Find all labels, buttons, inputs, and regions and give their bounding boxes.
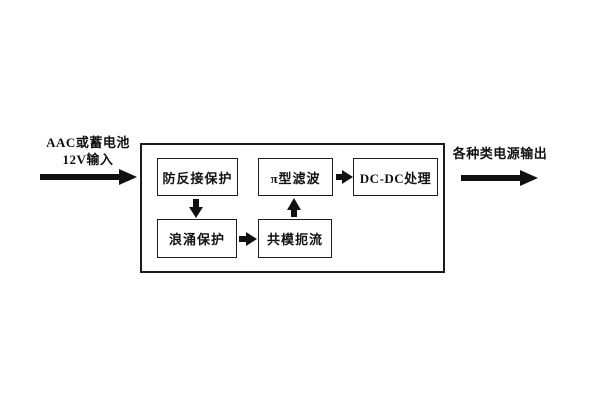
block-pi-filter-label: π型滤波: [270, 170, 321, 186]
block-dc-dc-processing-label: DC-DC处理: [359, 170, 432, 186]
output-arrow-icon: [461, 170, 538, 186]
block-surge-protection: 浪涌保护: [157, 219, 237, 258]
input-label: AAC或蓄电池 12V输入: [33, 134, 143, 168]
block-dc-dc-processing: DC-DC处理: [353, 158, 438, 196]
output-label: 各种类电源输出: [448, 145, 552, 162]
output-label-text: 各种类电源输出: [452, 146, 548, 161]
block-reverse-protection: 防反接保护: [157, 158, 238, 196]
block-common-mode-choke-label: 共模扼流: [266, 232, 323, 247]
input-arrow-icon: [40, 169, 137, 185]
block-reverse-protection-label: 防反接保护: [162, 170, 233, 186]
input-label-line1: AAC或蓄电池: [46, 135, 130, 150]
module-frame: [140, 143, 445, 273]
block-common-mode-choke: 共模扼流: [258, 219, 332, 258]
block-surge-protection-label: 浪涌保护: [168, 232, 225, 247]
block-pi-filter: π型滤波: [258, 158, 333, 196]
input-label-line2: 12V输入: [62, 152, 114, 167]
